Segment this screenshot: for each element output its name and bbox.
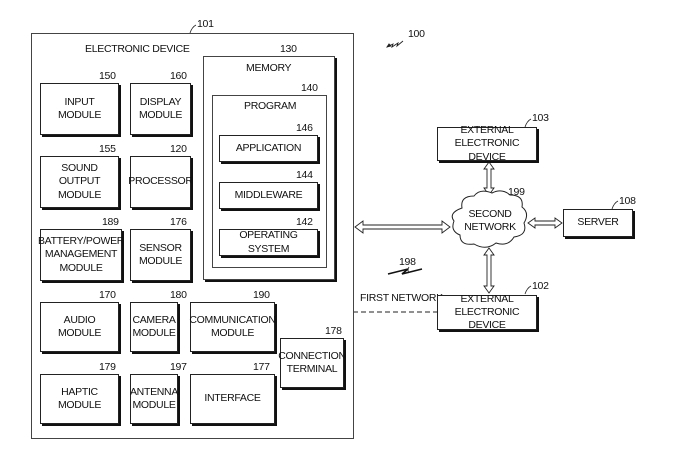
battery-line1: BATTERY/POWER [37,235,125,248]
ext103-line1: EXTERNAL [460,124,514,137]
antenna-line1: ANTENNA [129,385,179,398]
leader-199 [517,196,520,205]
ref-130: 130 [280,43,297,55]
server-label: SERVER [577,216,619,229]
arrow-network-ext102 [483,247,495,294]
ref-176: 176 [170,216,187,228]
application-label: APPLICATION [235,141,302,154]
ref-160: 160 [170,70,187,82]
electronic-device-label: ELECTRONIC DEVICE [85,43,190,55]
communication-line2: MODULE [210,327,255,339]
middleware-label: MIDDLEWARE [234,188,303,201]
ref-103: 103 [532,112,549,124]
figure-ref-arrow [385,40,404,49]
ref-180: 180 [170,289,187,301]
audio-line2: MODULE [57,327,102,339]
ext103-line2: ELECTRONIC DEVICE [454,137,520,163]
sound-line1: SOUND [61,162,98,175]
ref-179: 179 [99,361,116,373]
arrow-ext103-network [483,161,495,196]
middleware-box: MIDDLEWARE [219,182,318,209]
camera-line2: MODULE [132,327,176,339]
connection-line1: CONNECTION [278,349,346,362]
processor-label: PROCESSOR [128,175,193,188]
ref-198: 198 [399,256,416,268]
ref-140: 140 [301,82,318,94]
second-network-line1: SECOND [468,208,512,220]
arrow-device-network [354,220,451,234]
display-module-line2: MODULE [138,109,183,121]
antenna-line2: MODULE [132,399,176,411]
operating-system-label: OPERATING SYSTEM [239,229,298,255]
second-network-line2: NETWORK [464,221,516,234]
ref-101: 101 [197,18,214,30]
ref-170: 170 [99,289,116,301]
ref-199: 199 [508,186,525,198]
ext102-line2: ELECTRONIC DEVICE [454,305,520,332]
program-label: PROGRAM [244,100,297,112]
ref-146: 146 [296,122,313,134]
ref-120: 120 [170,143,187,155]
input-module-line1: INPUT [64,95,95,108]
battery-line3: MODULE [59,261,103,274]
battery-line2: MANAGEMENT [44,248,118,261]
sensor-line2: MODULE [138,255,183,267]
sound-line3: MODULE [57,188,102,201]
second-network-label: SECOND NETWORK [460,208,520,234]
sensor-line1: SENSOR [139,241,182,254]
arrow-network-server [527,217,563,229]
lightning-icon [387,268,423,275]
communication-line1: COMMUNICATION [189,313,276,326]
haptic-line1: HAPTIC [61,385,98,398]
audio-line1: AUDIO [63,313,96,326]
ref-178: 178 [325,325,342,337]
input-module-line2: MODULE [57,109,102,121]
sound-line2: OUTPUT [58,175,101,188]
ref-177: 177 [253,361,270,373]
ref-142: 142 [296,216,313,228]
ref-197: 197 [170,361,187,373]
leader-101 [189,24,197,34]
haptic-line2: MODULE [57,399,102,411]
camera-line1: CAMERA [132,313,176,326]
server-box: SERVER [563,209,633,237]
application-box: APPLICATION [219,135,318,162]
leader-108 [611,200,619,210]
figure-ref-100: 100 [408,28,425,40]
connection-line2: TERMINAL [286,363,338,375]
ref-150: 150 [99,70,116,82]
ref-102: 102 [532,280,549,292]
ref-189: 189 [102,216,119,228]
ref-108: 108 [619,195,636,207]
ext102-line1: EXTERNAL [460,292,514,305]
first-network-label: FIRST NETWORK [360,292,443,304]
interface-label: INTERFACE [204,392,261,405]
interface: INTERFACE [190,374,275,424]
operating-system-box: OPERATING SYSTEM [219,229,318,256]
ref-155: 155 [99,143,116,155]
display-module-line1: DISPLAY [139,95,182,108]
memory-label: MEMORY [246,62,292,74]
ref-144: 144 [296,169,313,181]
processor: PROCESSOR [128,156,193,208]
ref-190: 190 [253,289,270,301]
